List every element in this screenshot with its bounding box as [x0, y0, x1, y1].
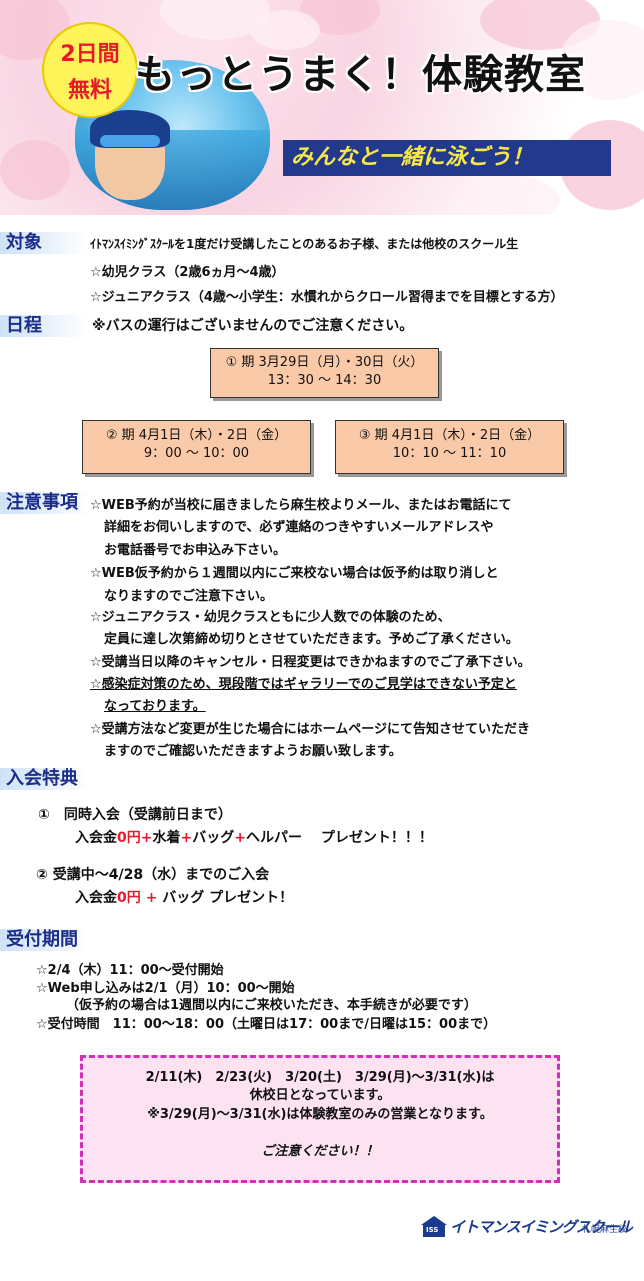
- target-description: ｲﾄﾏﾝｽｲﾐﾝｸﾞｽｸｰﾙを1度だけ受講したことのあるお子様、または他校のスク…: [90, 237, 519, 251]
- target-item-2: ☆ジュニアクラス（4歳～小学生：水慣れからクロール習得までを目標とする方）: [90, 290, 564, 305]
- reception-line: ☆2/4（木）11：00～受付開始: [36, 963, 224, 978]
- caution-line: お電話番号でお申込み下さい。: [104, 543, 287, 558]
- section-heading-cautions: 注意事項: [0, 492, 90, 514]
- session-2-date: ② 期 4月1日（木）・2日（金）: [105, 428, 288, 443]
- notice-line-3: ※3/29(月)～3/31(水)は体験教室のみの営業となります。: [147, 1107, 493, 1122]
- school-house-icon: [421, 1216, 447, 1237]
- notice-line-1: 2/11(木) 2/23(火) 3/20(土) 3/29(月)～3/31(水)は: [145, 1070, 495, 1085]
- caution-line: ますのでご確認いただきますようお願い致します。: [104, 744, 402, 759]
- caution-line: ☆WEB予約が当校に届きましたら麻生校よりメール、またはお電話にて: [90, 498, 512, 513]
- section-heading-reception: 受付期間: [0, 929, 90, 951]
- caution-line: ☆受講方法など変更が生じた場合にはホームページにて告知させていただき: [90, 722, 531, 737]
- session-box-3: ③ 期 4月1日（木）・2日（金） 10：10 ～ 11：10: [335, 420, 564, 474]
- session-1-time: 13：30 ～ 14：30: [267, 373, 382, 388]
- benefit-2-detail: 入会金0円 + バッグ プレゼント！: [75, 890, 294, 906]
- reception-line: ☆受付時間 11：00～18：00（土曜日は17：00まで/日曜は15：00まで…: [36, 1017, 497, 1032]
- session-1-date: ① 期 3月29日（月）・30日（火）: [225, 355, 424, 370]
- page-title: もっとうまく！体験教室: [135, 52, 586, 98]
- header-banner: 2日間 無料 もっとうまく！体験教室 みんなと一緒に泳ごう！: [0, 0, 644, 215]
- notice-line-4: ご注意ください！！: [261, 1144, 379, 1159]
- closed-days-notice: 2/11(木) 2/23(火) 3/20(土) 3/29(月)～3/31(水)は…: [80, 1055, 560, 1183]
- benefit-1-title: ① 同時入会（受講前日まで）: [38, 807, 232, 823]
- session-2-time: 9：00 ～ 10：00: [143, 446, 250, 461]
- subtitle: みんなと一緒に泳ごう！: [283, 140, 611, 176]
- session-box-1: ① 期 3月29日（月）・30日（火） 13：30 ～ 14：30: [210, 348, 439, 398]
- free-badge: 2日間 無料: [42, 22, 138, 118]
- caution-line-underlined: ☆感染症対策のため、現段階ではギャラリーでのご見学はできない予定と: [90, 677, 517, 692]
- schedule-note: ※バスの運行はございませんのでご注意ください。: [92, 318, 414, 334]
- caution-line: ☆WEB仮予約から１週間以内にご来校ない場合は仮予約は取り消しと: [90, 566, 499, 581]
- session-box-2: ② 期 4月1日（木）・2日（金） 9：00 ～ 10：00: [82, 420, 311, 474]
- session-3-time: 10：10 ～ 11：10: [392, 446, 507, 461]
- caution-line: 定員に達し次第締め切りとさせていただきます。予めご了承ください。: [104, 632, 519, 647]
- caution-line-underlined: なっております。: [104, 699, 206, 714]
- badge-line2: 無料: [67, 78, 112, 103]
- section-heading-benefits: 入会特典: [0, 768, 90, 790]
- swimming-photo: [75, 60, 270, 210]
- itoman-logo: ISS イトマンスイミングスクール 札幌麻生校: [420, 1213, 635, 1239]
- logo-text: イトマンスイミングスクール: [450, 1218, 633, 1236]
- badge-line1: 2日間: [60, 42, 120, 67]
- reception-line: ☆Web申し込みは2/1（月）10：00～開始: [36, 981, 295, 996]
- caution-line: ☆受講当日以降のキャンセル・日程変更はできかねますのでご了承下さい。: [90, 655, 531, 670]
- benefit-1-detail: 入会金0円+水着+バッグ+ヘルパー プレゼント！！！: [75, 830, 433, 846]
- logo-mark: ISS: [426, 1226, 439, 1234]
- branch-name: 札幌麻生校: [582, 1225, 628, 1235]
- caution-line: なりますのでご注意下さい。: [104, 589, 274, 604]
- target-item-1: ☆幼児クラス（2歳6ヵ月～4歳）: [90, 265, 285, 280]
- reception-line: （仮予約の場合は1週間以内にご来校いただき、本手続きが必要です）: [66, 998, 477, 1013]
- benefit-2-title: ② 受講中～4/28（水）までのご入会: [36, 867, 270, 883]
- caution-line: 詳細をお伺いしますので、必ず連絡のつきやすいメールアドレスや: [104, 520, 494, 535]
- section-heading-schedule: 日程: [0, 315, 86, 337]
- section-heading-target: 対象: [0, 232, 86, 254]
- session-3-date: ③ 期 4月1日（木）・2日（金）: [358, 428, 541, 443]
- notice-line-2: 休校日となっています。: [249, 1088, 391, 1103]
- caution-line: ☆ジュニアクラス・幼児クラスともに少人数での体験のため、: [90, 610, 451, 625]
